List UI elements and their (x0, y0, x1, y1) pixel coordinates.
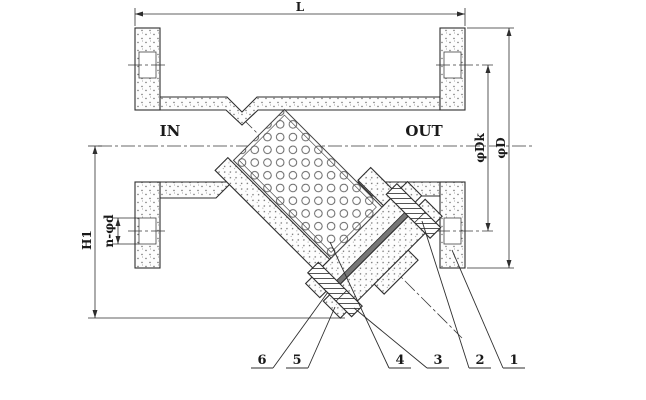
dim-bolt-holes: n-φd (102, 214, 139, 248)
dim-length-label: L (296, 0, 305, 14)
dim-length: L (134, 0, 466, 26)
dim-height: H1 (80, 145, 345, 319)
part-callout-6-label: 6 (257, 353, 266, 368)
part-callout-5-label: 5 (292, 353, 301, 368)
part-callout-6: 6 (251, 291, 329, 369)
part-callout-3-label: 3 (433, 353, 442, 368)
dim-bolt-holes-label: n-φd (102, 214, 116, 248)
part-callout-5: 5 (286, 306, 336, 369)
strainer-screen-frame (238, 114, 377, 253)
part-callout-2: 2 (421, 220, 491, 369)
dim-bolt-circle: φDk (473, 65, 491, 231)
strainer-assembly (214, 108, 443, 319)
part-callout-2-label: 2 (475, 353, 484, 368)
cover-bolt-upper (385, 182, 442, 239)
part-callout-3: 3 (353, 307, 449, 369)
body-lower-wall-left (159, 181, 234, 199)
part-callout-1-label: 1 (509, 353, 518, 368)
dim-height-label: H1 (80, 230, 94, 250)
dim-flange-od: φD (467, 27, 514, 269)
part-callout-1: 1 (451, 249, 525, 369)
dim-bolt-circle-label: φDk (473, 133, 487, 163)
inlet-label: IN (160, 122, 181, 140)
drain-plug-boss (373, 249, 419, 295)
outlet-label: OUT (405, 122, 443, 140)
body-upper-wall (159, 96, 441, 126)
part-callout-4-label: 4 (395, 353, 404, 368)
part-callout-4: 4 (329, 241, 411, 369)
strainer-screen (232, 108, 383, 259)
valve-body (128, 27, 493, 269)
cover-bolt-lower (306, 261, 363, 318)
dim-flange-od-label: φD (494, 137, 508, 158)
